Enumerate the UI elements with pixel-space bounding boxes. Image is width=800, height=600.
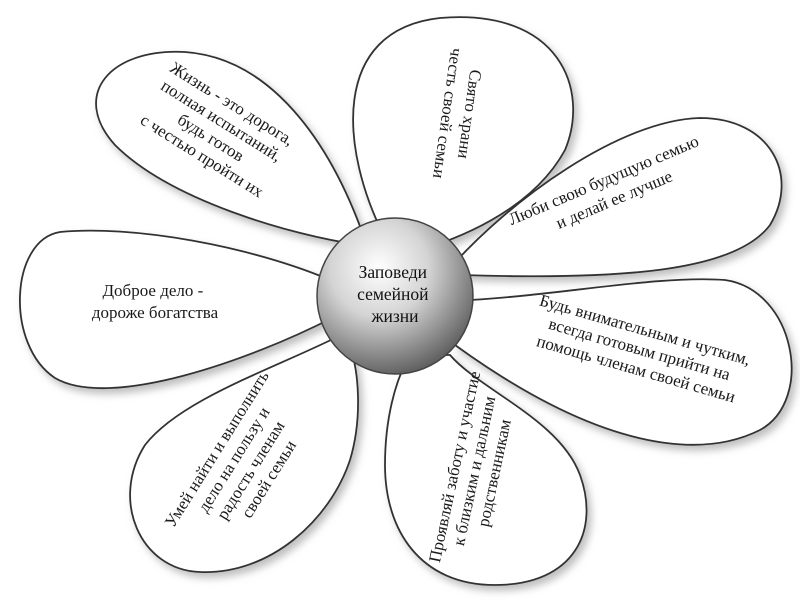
petal-top-left-text: Жизнь - это дорога, полная испытаний, бу…: [135, 58, 301, 203]
svg-text:Доброе дело - дороже бог: Доброе дело - дороже богатства: [92, 281, 219, 322]
center-line: семейной: [357, 284, 428, 304]
petal-right: [453, 278, 793, 446]
center-line: жизни: [370, 306, 418, 326]
petal-bottom-right: [384, 354, 588, 586]
center-line: Заповеди: [359, 262, 427, 282]
petal-bottom-left: [129, 337, 359, 573]
petal-top: [352, 16, 574, 251]
petal-left-line: Доброе дело -: [102, 281, 203, 300]
center-title: Заповеди семейной жизни: [357, 262, 433, 326]
svg-text:Жизнь - это дорога, полн: Жизнь - это дорога, полная испытаний, бу…: [135, 58, 301, 203]
petal-left-line: дороже богатства: [92, 303, 219, 322]
petal-left-text: Доброе дело - дороже богатства: [92, 281, 219, 322]
petal-upper-right: [448, 117, 783, 278]
petal-left: [19, 229, 336, 390]
petal-top-left: [95, 50, 367, 246]
center-circle: [316, 217, 474, 375]
